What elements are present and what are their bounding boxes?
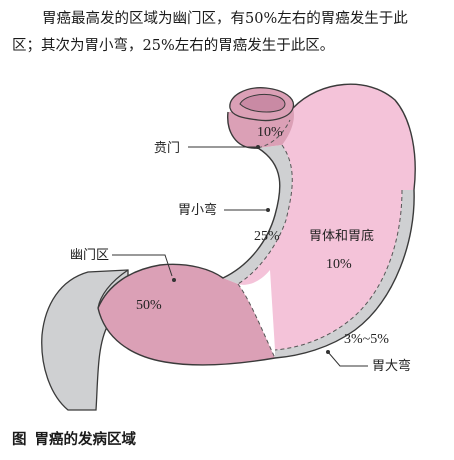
figure-caption: 图胃癌的发病区域 — [12, 428, 136, 449]
lesser-curvature-dashed-border — [237, 144, 293, 285]
pylorus-leader-dot — [172, 278, 176, 282]
caption-title: 胃癌的发病区域 — [34, 432, 137, 448]
pylorus-leader-line — [112, 254, 173, 277]
cardia-dashed-border — [257, 119, 291, 149]
lesser-curvature-label: 胃小弯 — [178, 202, 217, 218]
greater-curvature-percent: 3%~5% — [344, 332, 389, 347]
greater-curvature-label: 胃大弯 — [372, 358, 411, 374]
pylorus-label: 幽门区 — [70, 248, 109, 263]
greater-curvature-dashed-border — [274, 189, 403, 351]
lesser-curvature-leader-dot — [266, 208, 270, 212]
intro-line-2: 区；其次为胃小弯，25%左右的胃癌发生于此区。 — [12, 38, 335, 54]
lesser-curvature-gray-band — [223, 145, 293, 284]
pylorus-percent: 50% — [136, 298, 162, 313]
cardia-percent: 10% — [257, 125, 283, 140]
esophagus-opening — [239, 93, 286, 113]
stomach-body-fundus — [238, 84, 416, 350]
pylorus-region — [98, 264, 275, 365]
pylorus-dashed-border — [237, 283, 276, 359]
lesser-curvature-percent: 25% — [254, 229, 280, 244]
greater-curvature-gray-band — [275, 185, 415, 358]
intro-paragraph: 胃癌最高发的区域为幽门区，有50%左右的胃癌发生于此 区；其次为胃小弯，25%左… — [12, 6, 448, 60]
cardia-leader-dot — [256, 145, 260, 149]
intro-line-1: 胃癌最高发的区域为幽门区，有50%左右的胃癌发生于此 — [42, 11, 408, 27]
body-fundus-label: 胃体和胃底 — [309, 228, 374, 244]
stomach-outline — [97, 83, 416, 366]
cardia-label: 贲门 — [154, 141, 180, 156]
caption-prefix: 图 — [12, 432, 27, 448]
greater-curvature-leader-dot — [326, 350, 330, 354]
greater-curvature-leader-line — [327, 351, 368, 367]
body-fundus-percent: 10% — [326, 257, 352, 272]
duodenum-joint-line — [97, 269, 129, 309]
